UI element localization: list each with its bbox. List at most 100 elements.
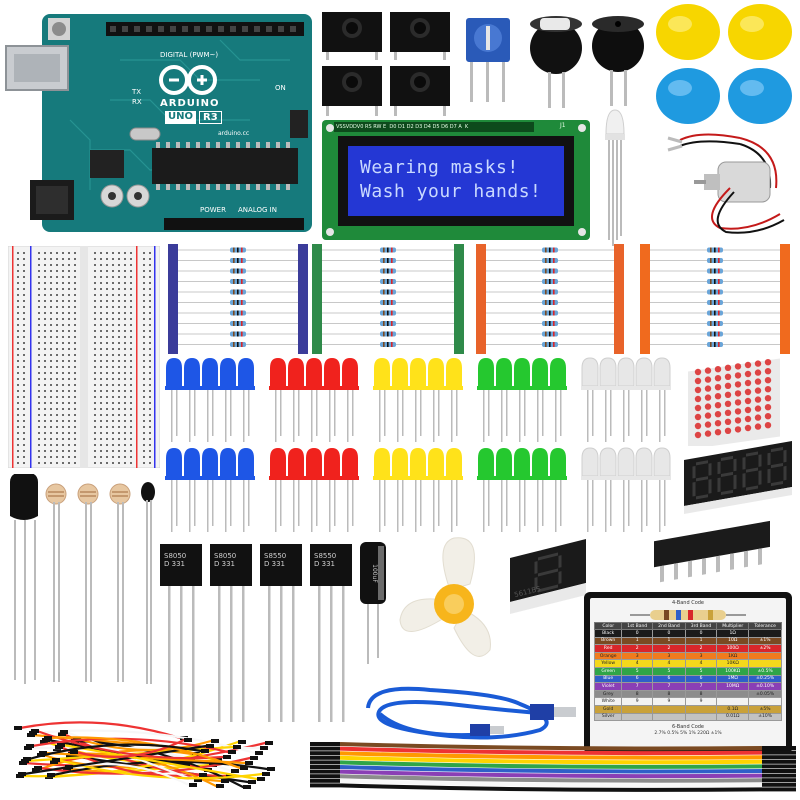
table-cell: 7	[652, 682, 686, 691]
yellow-cap	[728, 4, 792, 60]
lcd-line-1: Wearing masks!	[360, 157, 519, 178]
table-cell: 1	[652, 636, 686, 646]
analog-in-label: ANALOG IN	[238, 206, 277, 214]
table-cell: Blue	[593, 674, 623, 684]
pot-and-buzzers	[466, 16, 644, 108]
table-cell: Grey	[593, 689, 623, 699]
led-red	[287, 358, 305, 442]
table-cell	[748, 697, 782, 706]
table-cell: Red	[593, 644, 623, 653]
passive-buzzer	[592, 16, 644, 106]
table-header-cell: 1st Band	[621, 622, 653, 630]
table-cell: 8	[652, 689, 686, 699]
table-cell: 2	[621, 644, 653, 653]
resistor-card-footer-title: 6-Band Code	[671, 724, 705, 731]
led-white	[599, 357, 617, 442]
table-cell: 7	[621, 682, 653, 691]
led-blue	[201, 358, 219, 442]
site-label: arduino.cc	[218, 130, 250, 137]
dupont-ribbon-cable	[310, 742, 796, 792]
table-cell: 9	[652, 697, 686, 706]
table-cell: Black	[593, 629, 623, 638]
led-green	[513, 448, 531, 532]
lcd-module-label: J1	[560, 122, 566, 129]
lcd-line-2: Wash your hands!	[360, 181, 542, 202]
table-cell: 0	[684, 629, 718, 638]
table-cell: 4	[684, 659, 718, 668]
card-resistor-illustration	[630, 610, 746, 620]
table-cell	[652, 712, 686, 722]
photoresistor	[45, 483, 67, 682]
led-green	[495, 358, 513, 442]
led-red	[305, 358, 323, 442]
table-cell: Silver	[593, 712, 623, 722]
tx-label: TX	[132, 88, 142, 96]
led-red	[269, 358, 287, 442]
table-cell: 3	[684, 651, 718, 661]
resistor-strips	[168, 244, 790, 354]
blue-cap	[728, 68, 792, 124]
breadboard	[8, 246, 160, 468]
table-cell: 1	[684, 636, 718, 646]
transistor-part: S8550	[264, 552, 287, 560]
table-cell: 9	[684, 697, 718, 706]
led-blue	[219, 448, 237, 532]
table-cell: Orange	[593, 651, 623, 661]
transistor	[260, 544, 302, 722]
led-red	[341, 448, 359, 532]
led-white	[653, 357, 671, 442]
led-green	[477, 448, 495, 532]
table-cell: 8	[621, 689, 653, 699]
table-cell: 0.01Ω	[716, 712, 750, 722]
table-header-cell: Multiplier	[716, 622, 750, 630]
table-cell: 5	[621, 666, 653, 676]
on-label: ON	[275, 84, 286, 92]
table-cell	[684, 712, 718, 722]
lcd-pin-label: VSSVDDV0 RS RW E D0 D1 D2 D3 D4 D5 D6 D7…	[336, 124, 469, 130]
table-cell: ±1%	[748, 636, 782, 646]
table-cell: 5	[652, 666, 686, 676]
table-cell: Green	[593, 666, 623, 676]
sensors	[10, 474, 155, 684]
led-blue	[183, 448, 201, 532]
led-green	[495, 448, 513, 532]
single-digit-7-segment	[510, 539, 586, 614]
table-cell: 0.1Ω	[716, 704, 750, 714]
led-yellow	[409, 358, 427, 442]
table-cell: 10MΩ	[716, 682, 750, 691]
table-header-cell: Tolerance	[748, 622, 782, 630]
led-yellow	[427, 448, 445, 532]
led-yellow	[445, 448, 463, 532]
led-blue	[165, 358, 183, 442]
led-green	[477, 358, 495, 442]
table-cell: ±2%	[748, 644, 782, 653]
led-blue	[201, 448, 219, 532]
rx-label: RX	[132, 98, 142, 106]
table-cell: 6	[621, 674, 653, 684]
led-yellow	[373, 358, 391, 442]
potentiometer	[466, 18, 510, 102]
led-white	[617, 357, 635, 442]
led-green	[531, 448, 549, 532]
led-blue	[219, 358, 237, 442]
table-cell	[652, 704, 686, 714]
table-cell: 2	[684, 644, 718, 653]
digital-header	[106, 22, 304, 36]
electrolytic-capacitor-100uf	[360, 542, 386, 664]
table-cell	[748, 659, 782, 668]
table-cell: ±10%	[748, 712, 782, 722]
led-red	[323, 448, 341, 532]
transistor-code: D 331	[214, 560, 235, 568]
led-yellow	[445, 358, 463, 442]
table-header-cell: Color	[593, 622, 623, 630]
table-cell: 4	[652, 659, 686, 668]
transistor	[210, 544, 252, 722]
arduino-logo	[159, 65, 217, 95]
